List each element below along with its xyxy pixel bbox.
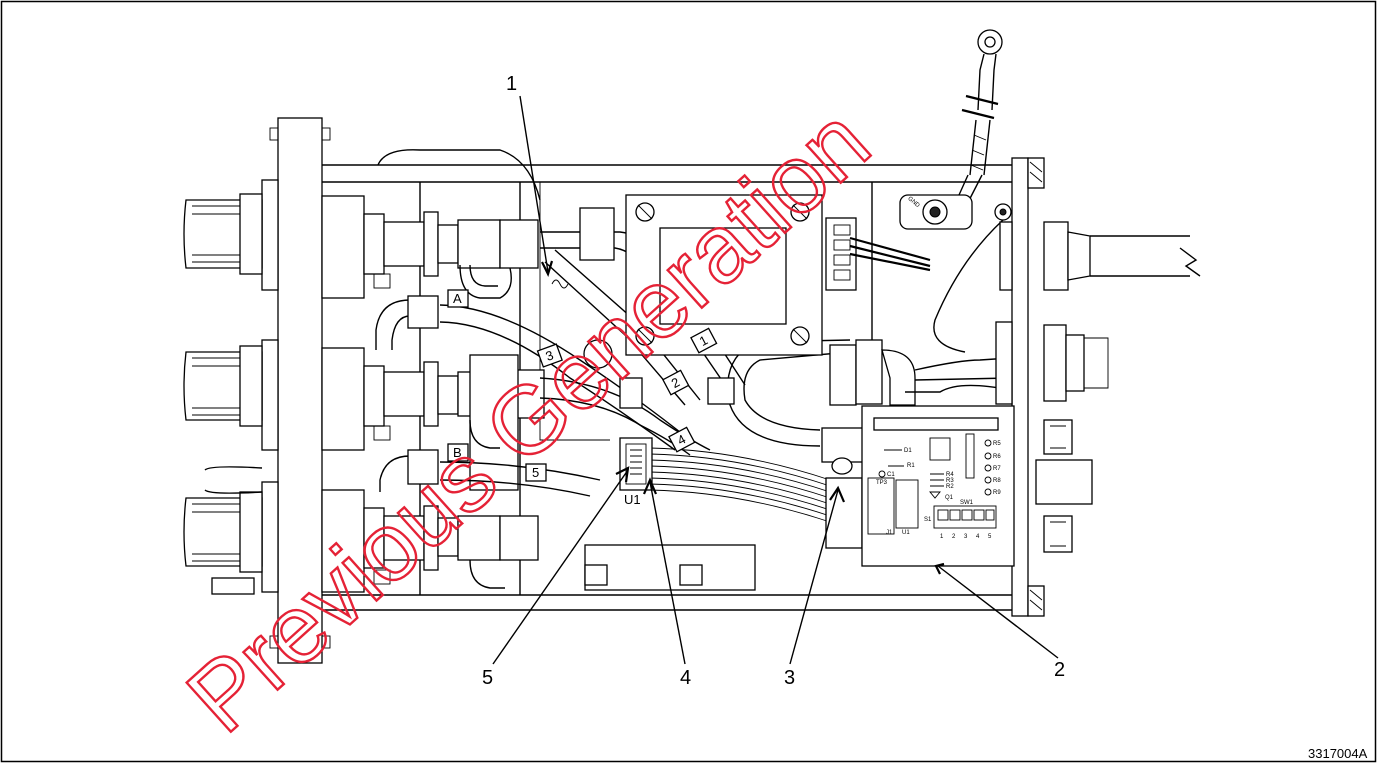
pcb-label-r1: R1 (907, 463, 915, 469)
regulator-knob-top (183, 193, 263, 275)
tube-tag-3: 3 (536, 343, 563, 368)
tube-tag-a: A (447, 289, 469, 308)
switch-number-4: 4 (976, 534, 980, 540)
pcb-label-r8: R8 (993, 478, 1001, 484)
pcb-label-r4: R4 (946, 472, 954, 478)
tube-tag-4: 4 (668, 426, 696, 453)
figure-id: 3317004A (1308, 746, 1368, 761)
back-panel (1011, 157, 1045, 617)
tube-tag-2: 2 (662, 369, 690, 396)
callout-4: 4 (680, 667, 691, 689)
solenoid-connector (829, 339, 1011, 406)
svg-text:A: A (453, 291, 462, 306)
pcb-label-r9: R9 (993, 490, 1001, 496)
callout-2: 2 (1054, 659, 1065, 681)
leader-lines (492, 95, 1059, 665)
callout-3: 3 (784, 667, 795, 689)
switch-number-3: 3 (964, 534, 968, 540)
pcb-label-r3: R3 (946, 478, 954, 484)
tube-tag-b: B (447, 443, 469, 462)
cable-gland (999, 221, 1201, 291)
harness-connector (821, 427, 865, 549)
pcb-label-q1: Q1 (945, 495, 954, 501)
ribbon-cable (649, 447, 831, 523)
switch-number-5: 5 (988, 534, 992, 540)
tube-tag-1: 1 (690, 327, 718, 354)
pcb-label-s1: S1 (924, 517, 932, 523)
pcb-label-tp3: TP3 (876, 480, 888, 486)
pcb-label-r5: R5 (993, 441, 1001, 447)
pcb-label-sw1: SW1 (960, 500, 974, 506)
pcb-trimpots (984, 439, 992, 496)
regulator-knob-bottom (183, 466, 263, 595)
svg-text:5: 5 (532, 465, 539, 480)
regulator-bodies (321, 195, 756, 593)
callout-5: 5 (482, 667, 493, 689)
pcb-label-d1: D1 (904, 448, 912, 454)
pcb-label-r6: R6 (993, 454, 1001, 460)
u1-connector-label: U1 (624, 492, 641, 507)
pcb-label-r2: R2 (946, 484, 954, 490)
tube-tag-5: 5 (525, 463, 547, 482)
pcb-label-c1: C1 (887, 472, 895, 478)
switch-number-1: 1 (940, 534, 944, 540)
front-panel (261, 117, 331, 664)
solenoid-plate (551, 194, 823, 409)
regulator-knob-middle (183, 345, 263, 427)
switch-number-2: 2 (952, 534, 956, 540)
svg-text:B: B (453, 445, 462, 460)
pcb-label-u1: U1 (902, 530, 910, 536)
outlet-fittings (1035, 419, 1093, 553)
svg-text:3: 3 (544, 347, 556, 364)
callout-1: 1 (506, 73, 517, 95)
ground-lug: GND (899, 29, 1012, 353)
pcb-label-j1: J1 (886, 530, 893, 536)
control-pcb: D1 R1 C1 Q1 TP3 R4 R3 R2 R5 R6 R7 R8 R9 … (861, 405, 1015, 567)
pcb-label-r7: R7 (993, 466, 1001, 472)
u1-connector: U1 (619, 437, 653, 507)
bulkhead-connector (995, 321, 1109, 405)
terminal-block (825, 217, 931, 291)
